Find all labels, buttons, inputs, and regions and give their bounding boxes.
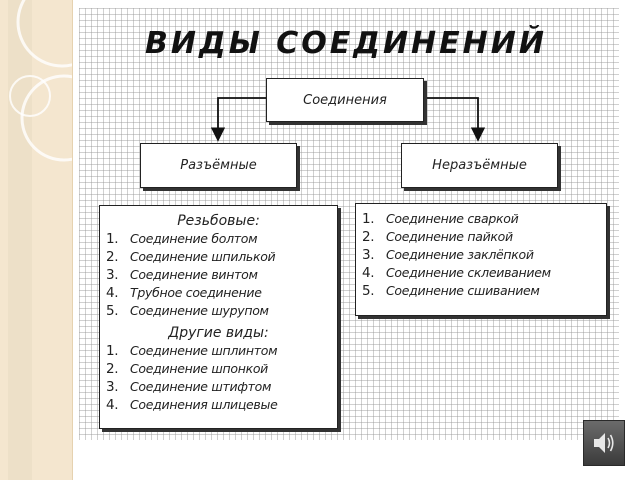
speaker-icon [594,433,614,453]
connector-to-left [210,97,266,142]
list-item: 5.Соединение сшиванием [362,283,540,299]
list-item: 2.Соединение пайкой [362,229,513,245]
side-decoration-band [0,0,73,480]
threaded-section: Резьбовые: 1.Соединение болтом 2.Соедине… [100,206,337,320]
permanent-list-box: 1.Соединение сваркой 2.Соединение пайкой… [355,203,607,316]
separable-node: Разъёмные [140,143,297,188]
list-item: 4.Трубное соединение [106,285,262,301]
list-item: 1.Соединение болтом [106,231,258,247]
other-types-section: Другие виды: 1.Соединение шплинтом 2.Сое… [100,320,337,414]
speaker-button[interactable] [583,420,625,466]
slide-title: ВИДЫ СОЕДИНЕНИЙ [145,26,547,61]
list-item: 2.Соединение шпилькой [106,249,276,265]
list-item: 1.Соединение сваркой [362,211,519,227]
separable-list-box: Резьбовые: 1.Соединение болтом 2.Соедине… [99,205,338,429]
list-item: 4.Соединение склеиванием [362,265,551,281]
other-types-heading: Другие виды: [168,325,269,341]
list-item: 5.Соединение шурупом [106,303,269,319]
root-label: Соединения [303,92,387,108]
list-item: 3.Соединение штифтом [106,379,272,395]
list-item: 2.Соединение шпонкой [106,361,269,377]
permanent-node: Неразъёмные [401,143,558,188]
threaded-heading: Резьбовые: [177,213,260,229]
list-item: 3.Соединение заклёпкой [362,247,534,263]
list-item: 3.Соединение винтом [106,267,258,283]
connector-to-right [422,97,486,142]
side-stripe [8,0,32,480]
root-node: Соединения [266,78,424,122]
permanent-label: Неразъёмные [432,158,527,173]
list-item: 4.Соединения шлицевые [106,397,278,413]
separable-label: Разъёмные [180,158,257,173]
list-item: 1.Соединение шплинтом [106,343,278,359]
decorative-circles [9,0,72,162]
